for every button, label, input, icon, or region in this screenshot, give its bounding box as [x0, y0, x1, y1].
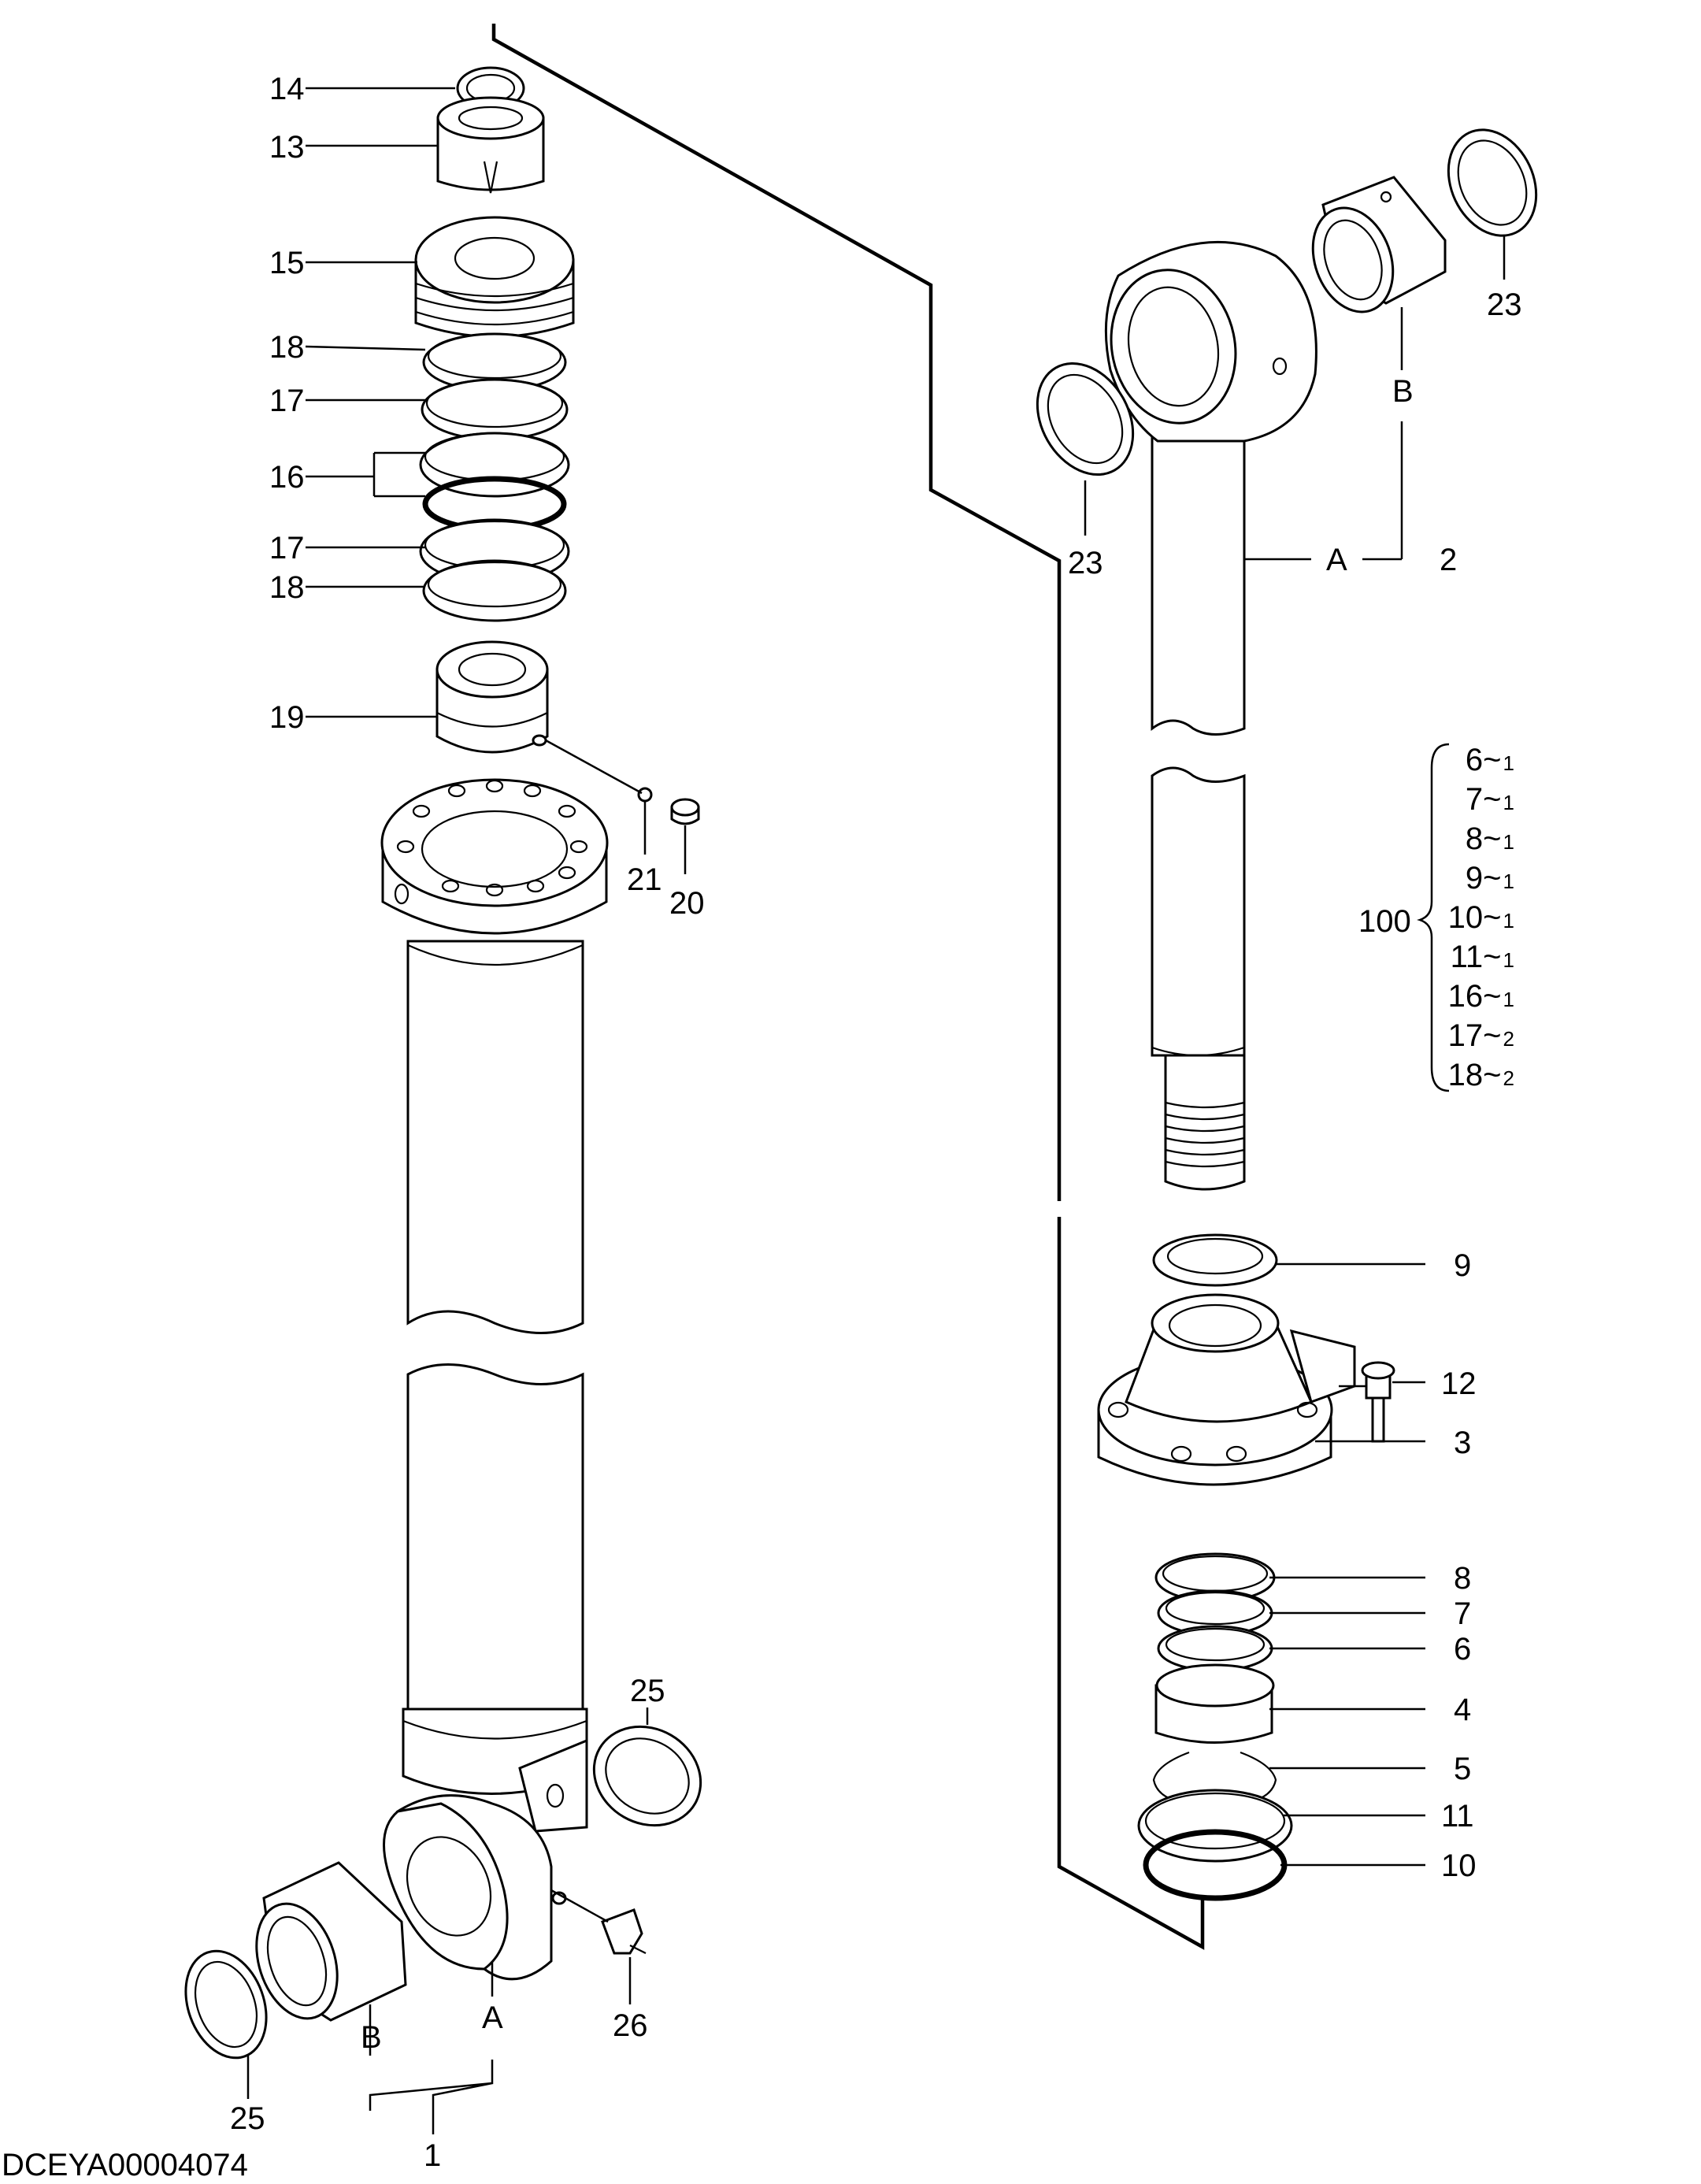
piston-part [414, 216, 575, 338]
kit-item-qty: 1 [1503, 791, 1514, 814]
kit-item-part: 17~ [1448, 1018, 1502, 1053]
kit-item-list: 6~17~18~19~110~111~116~117~218~2 [1448, 743, 1514, 1092]
kit-item-part: 16~ [1448, 979, 1502, 1014]
kit-item-6: 6~1 [1466, 743, 1514, 777]
kit-item-qty: 2 [1503, 1066, 1514, 1090]
seal-kit-list: 100 6~17~18~19~110~111~116~117~218~2 [1358, 743, 1514, 1092]
part-label-5: 5 [1454, 1752, 1471, 1786]
kit-item-16: 16~1 [1448, 979, 1514, 1014]
part-label-8: 8 [1454, 1561, 1471, 1596]
piston-nut-part [436, 96, 545, 194]
part-label-2: 2 [1440, 543, 1457, 577]
part-label-9: 9 [1454, 1248, 1471, 1283]
kit-brace [1417, 743, 1450, 1092]
kit-item-part: 10~ [1448, 900, 1502, 935]
cylinder-tube-lower [383, 1363, 588, 1981]
piston-rod-lower [1151, 766, 1246, 1191]
buffer-ring-part [1152, 1233, 1278, 1287]
head-seal-stack [1137, 1552, 1293, 1901]
piston-rod-upper [1104, 240, 1317, 736]
kit-label: 100 [1358, 904, 1411, 939]
part-label-25-lower: 25 [230, 2101, 265, 2136]
kit-item-qty: 1 [1503, 909, 1514, 933]
kit-item-qty: 2 [1503, 1027, 1514, 1051]
part-label-7: 7 [1454, 1596, 1471, 1631]
part-label-19: 19 [269, 700, 305, 735]
part-label-4: 4 [1454, 1693, 1471, 1727]
shim-ring-part-rod-right [1447, 128, 1538, 237]
bushing-part-upper [1311, 176, 1447, 313]
kit-item-qty: 1 [1503, 870, 1514, 893]
cushion-bearing-part [435, 640, 549, 754]
kit-item-part: 18~ [1448, 1058, 1502, 1092]
part-label-13: 13 [269, 130, 305, 165]
kit-item-11: 11~1 [1451, 940, 1514, 974]
part-label-3: 3 [1454, 1426, 1471, 1460]
set-screw-part [670, 798, 700, 825]
part-label-17-lower: 17 [269, 531, 305, 565]
part-label-1: 1 [424, 2138, 441, 2173]
part-label-20: 20 [669, 886, 705, 921]
cylinder-head-part [1097, 1293, 1356, 1486]
kit-item-part: 11~ [1451, 940, 1502, 974]
kit-item-part: 7~ [1466, 782, 1502, 817]
part-label-10: 10 [1441, 1848, 1477, 1883]
part-label-6: 6 [1454, 1632, 1471, 1667]
part-label-15: 15 [269, 246, 305, 280]
part-label-23-left: 23 [1068, 546, 1103, 580]
part-label-12: 12 [1441, 1366, 1477, 1401]
assembly-path-line [491, 24, 1062, 1201]
group-letter-a-tube: A [482, 2000, 503, 2035]
shim-ring-part-rod-left [1036, 362, 1135, 476]
group-letter-b-rod: B [1392, 374, 1414, 409]
bushing-part-lower [255, 1861, 407, 2022]
grease-nipple-part [601, 1908, 647, 1955]
socket-bolt-part [1361, 1361, 1395, 1443]
kit-item-qty: 1 [1503, 830, 1514, 854]
kit-item-17: 17~2 [1448, 1018, 1514, 1053]
group-letter-a-rod: A [1326, 543, 1347, 577]
kit-item-9: 9~1 [1466, 861, 1514, 895]
part-label-14: 14 [269, 72, 305, 106]
part-label-16: 16 [269, 460, 305, 495]
drawing-code: DCEYA00004074 [2, 2148, 248, 2182]
part-label-17-upper: 17 [269, 384, 305, 418]
kit-item-10: 10~1 [1448, 900, 1514, 935]
kit-item-part: 8~ [1466, 821, 1502, 856]
kit-item-part: 9~ [1466, 861, 1502, 895]
part-label-18-upper: 18 [269, 330, 305, 365]
seal-ring-stack [419, 332, 570, 622]
part-label-21: 21 [627, 862, 662, 897]
part-label-11: 11 [1441, 1799, 1474, 1834]
part-label-18-lower: 18 [269, 570, 305, 605]
assembly-path-line-lower [1057, 1217, 1205, 1950]
shim-ring-part-upper [592, 1725, 702, 1827]
kit-item-8: 8~1 [1466, 821, 1514, 856]
part-label-25-upper: 25 [630, 1674, 665, 1708]
kit-item-18: 18~2 [1448, 1058, 1514, 1092]
kit-item-part: 6~ [1466, 743, 1502, 777]
cylinder-tube-upper [380, 778, 609, 1334]
leader-lines [246, 87, 1506, 2134]
kit-item-qty: 1 [1503, 948, 1514, 972]
kit-item-qty: 1 [1503, 988, 1514, 1011]
group-letter-b-tube: B [361, 2020, 382, 2055]
part-label-23-right: 23 [1487, 287, 1522, 322]
kit-item-7: 7~1 [1466, 782, 1514, 817]
part-label-group: 14 13 15 18 17 16 17 18 19 21 20 23 23 B… [230, 72, 1522, 2173]
part-label-26: 26 [613, 2008, 648, 2043]
steel-ball-part [637, 787, 653, 803]
kit-item-qty: 1 [1503, 751, 1514, 775]
shim-ring-part-lower [184, 1949, 268, 2060]
